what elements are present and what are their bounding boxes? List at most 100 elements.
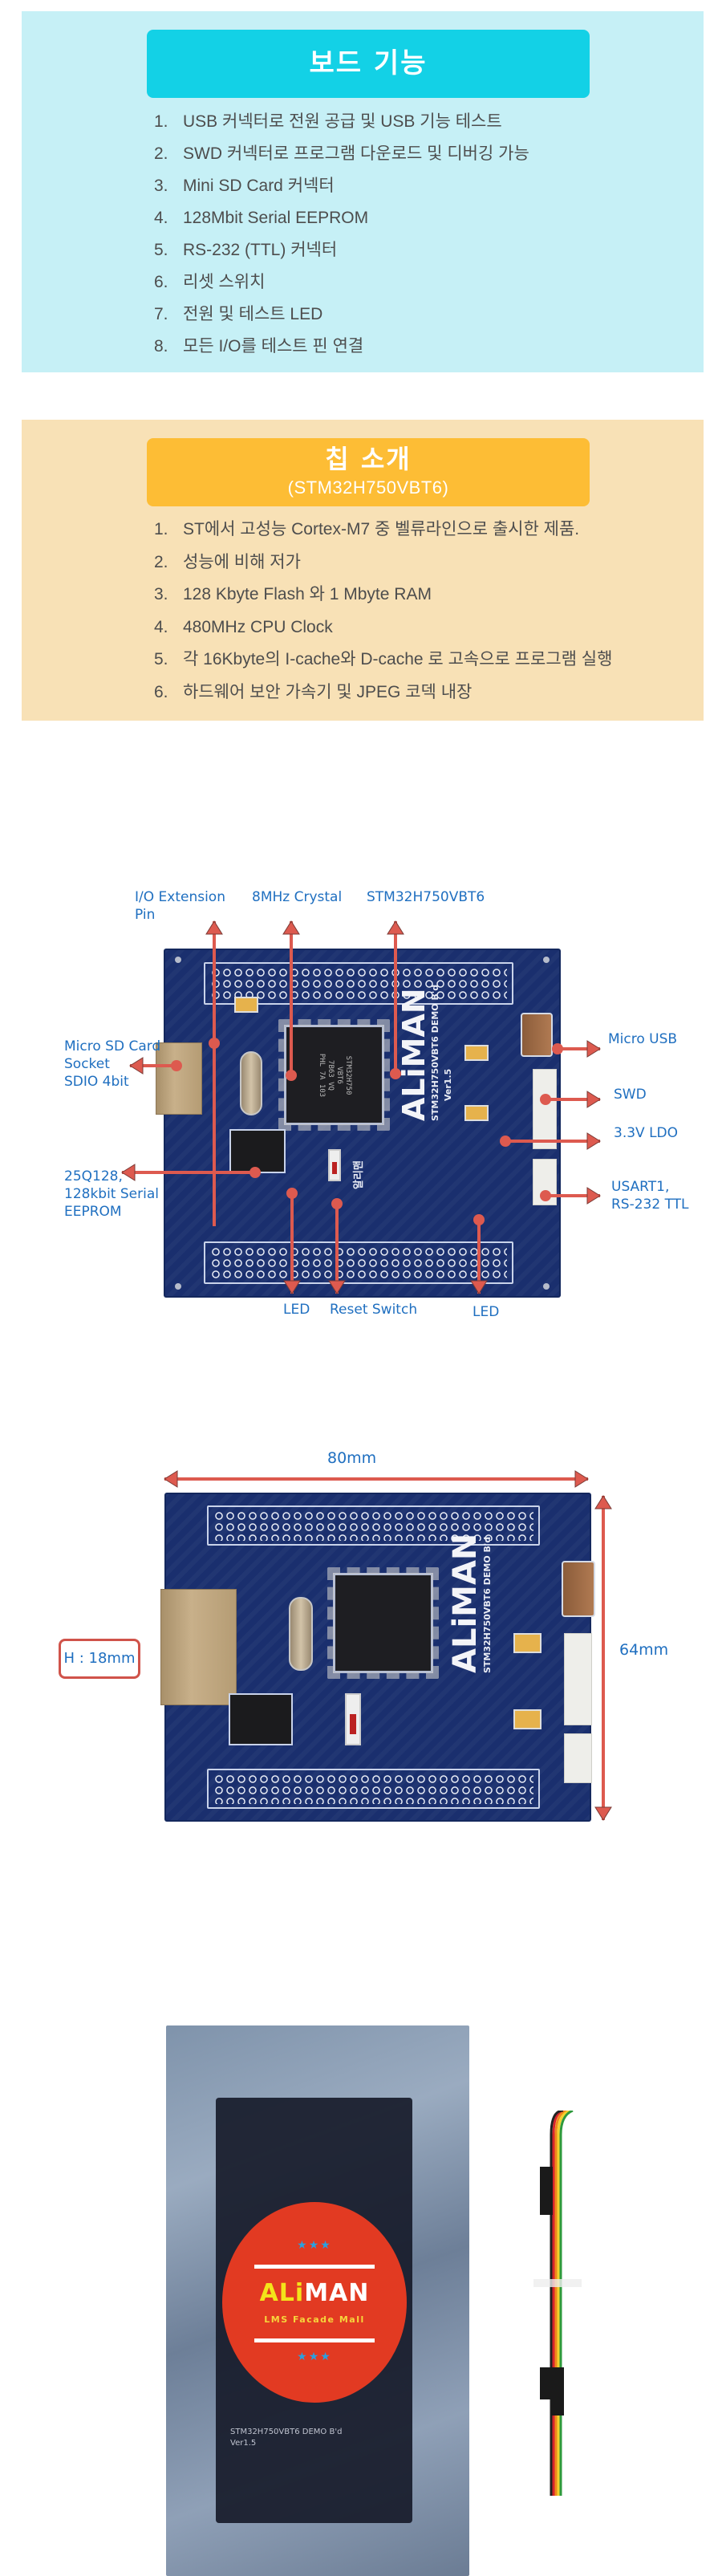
- cable-connector: [540, 2167, 553, 2215]
- mount-hole: [543, 1283, 550, 1290]
- item-text: ST에서 고성능 Cortex-M7 중 벨류라인으로 출시한 제품.: [183, 520, 580, 538]
- brand-sticker: ★★★ ALiMAN LMS Facade Mall ★★★: [222, 2202, 407, 2403]
- board-print-line: STM32H750VBT6 DEMO B'd: [230, 2428, 343, 2436]
- callout-eeprom: 25Q128, 128kbit Serial EEPROM: [64, 1168, 159, 1221]
- chip-marking: STM32H750 VBT6 7B63 VQ PHL 7A 103: [317, 1053, 352, 1096]
- callout-line: 8MHz Crystal: [252, 889, 343, 905]
- chip-intro-subtitle: (STM32H750VBT6): [287, 477, 449, 498]
- chip-item: 2.성능에 비해 저가: [154, 546, 612, 579]
- uart-connector: [533, 1159, 557, 1205]
- feature-item: 3.Mini SD Card 커넥터: [154, 170, 529, 202]
- item-number: 1.: [154, 112, 168, 131]
- pin-header-bottom: [203, 1241, 513, 1284]
- callout-line: 3.3V LDO: [614, 1125, 679, 1141]
- item-number: 4.: [154, 209, 168, 227]
- callout-sd-card: Micro SD Card Socket SDIO 4bit: [64, 1038, 160, 1091]
- board-brand: ALiMAN: [447, 1533, 484, 1673]
- board-model: STM32H750VBT6 DEMO B'd: [430, 984, 440, 1121]
- chip-item: 4.480MHz CPU Clock: [154, 611, 612, 644]
- item-text: USB 커넥터로 전원 공급 및 USB 기능 테스트: [183, 112, 502, 131]
- item-number: 1.: [154, 520, 168, 538]
- capacitor: [234, 997, 258, 1013]
- cable-wire: [550, 2111, 564, 2496]
- stars-icon: ★★★: [297, 2239, 332, 2252]
- reset-switch: [345, 1693, 361, 1745]
- mount-hole: [175, 1283, 181, 1290]
- item-number: 5.: [154, 650, 168, 668]
- callout-line: I/O Extension: [135, 889, 225, 905]
- mount-hole: [543, 957, 550, 963]
- callout-line: STM32H750VBT6: [367, 889, 485, 905]
- pin-header-bottom: [207, 1769, 541, 1809]
- chip-item: 6.하드웨어 보안 가속기 및 JPEG 코덱 내장: [154, 677, 612, 709]
- board-korean-name: 알리맨: [353, 1160, 365, 1189]
- callout-line: LED: [473, 1304, 500, 1320]
- board-print-line: Ver1.5: [230, 2439, 257, 2448]
- pin-header-top: [203, 962, 513, 1005]
- sticker-tagline: LMS Facade Mall: [264, 2314, 365, 2325]
- item-number: 6.: [154, 273, 168, 291]
- callout-swd: SWD: [614, 1086, 647, 1103]
- cable-tie: [533, 2279, 582, 2287]
- mcu-chip: STM32H750 VBT6 7B63 VQ PHL 7A 103: [278, 1019, 390, 1131]
- item-text: 리셋 스위치: [183, 273, 266, 291]
- callout-line: LED: [283, 1302, 310, 1318]
- chip-marking-line: STM32H750: [343, 1055, 352, 1095]
- pin-header-top: [207, 1505, 541, 1546]
- callout-led-left: LED: [283, 1301, 310, 1318]
- capacitor: [464, 1105, 489, 1121]
- feature-item: 7.전원 및 테스트 LED: [154, 299, 529, 331]
- sticker-divider: [254, 2265, 375, 2269]
- height-dimension-label: 64mm: [619, 1641, 669, 1659]
- callout-line: Socket: [64, 1056, 110, 1072]
- cable-wire: [554, 2111, 569, 2496]
- feature-item: 6. 리셋 스위치: [154, 266, 529, 299]
- swd-connector: [564, 1633, 592, 1725]
- callout-line: SWD: [614, 1087, 647, 1103]
- chip-marking-line: VBT6: [335, 1066, 343, 1084]
- chip-intro-header: 칩 소개 (STM32H750VBT6): [147, 438, 590, 506]
- board-brand: ALiMAN: [396, 988, 432, 1121]
- thickness-label: H : 18mm: [59, 1639, 140, 1679]
- crystal-component: [240, 1051, 262, 1115]
- eeprom-chip: [229, 1129, 286, 1173]
- chip-intro-list: 1. ST에서 고성능 Cortex-M7 중 벨류라인으로 출시한 제품. 2.…: [154, 514, 612, 709]
- callout-crystal: 8MHz Crystal: [252, 888, 342, 906]
- usb-connector: [521, 1013, 553, 1057]
- board-features-title: 보드 기능: [309, 47, 428, 79]
- callout-mcu: STM32H750VBT6: [367, 888, 485, 906]
- item-number: 5.: [154, 241, 168, 259]
- feature-item: 4. 128Mbit Serial EEPROM: [154, 202, 529, 234]
- item-text: RS-232 (TTL) 커넥터: [183, 241, 338, 259]
- swd-connector: [533, 1069, 557, 1149]
- chip-item: 1. ST에서 고성능 Cortex-M7 중 벨류라인으로 출시한 제품.: [154, 514, 612, 546]
- capacitor: [464, 1045, 489, 1061]
- cable-wire: [559, 2111, 574, 2496]
- stars-icon: ★★★: [297, 2350, 332, 2363]
- item-text: 전원 및 테스트 LED: [183, 305, 323, 323]
- board-version: Ver1.5: [443, 1068, 453, 1101]
- item-text: 128Mbit Serial EEPROM: [183, 209, 369, 227]
- item-number: 3.: [154, 585, 168, 603]
- uart-connector: [564, 1733, 592, 1783]
- width-dimension-label: 80mm: [327, 1449, 377, 1467]
- item-text: 모든 I/O를 테스트 핀 연결: [183, 337, 364, 356]
- callout-ldo: 3.3V LDO: [614, 1124, 678, 1142]
- item-number: 4.: [154, 617, 168, 636]
- callout-line: 25Q128,: [64, 1168, 123, 1184]
- board-features-list: 1.USB 커넥터로 전원 공급 및 USB 기능 테스트 2.SWD 커넥터로…: [154, 106, 529, 363]
- callout-line: EEPROM: [64, 1204, 122, 1220]
- sticker-brand-part: ALi: [259, 2279, 305, 2307]
- item-number: 2.: [154, 144, 168, 163]
- item-text: 각 16Kbyte의 I-cache와 D-cache 로 고속으로 프로그램 …: [183, 650, 613, 668]
- packaging-photo: ★★★ ALiMAN LMS Facade Mall ★★★ STM32H750…: [0, 1926, 722, 2576]
- board-features-header: 보드 기능: [147, 30, 590, 98]
- item-text: 128 Kbyte Flash 와 1 Mbyte RAM: [183, 585, 432, 603]
- sd-card-socket: [156, 1042, 202, 1115]
- callout-line: 128kbit Serial: [64, 1186, 159, 1202]
- callout-line: USART1,: [611, 1179, 670, 1195]
- callout-led-right: LED: [473, 1303, 499, 1321]
- height-dimension-arrow: [594, 1495, 612, 1821]
- cable-connector: [551, 2367, 564, 2416]
- board-model: STM32H750VBT6 DEMO B'd: [482, 1536, 493, 1673]
